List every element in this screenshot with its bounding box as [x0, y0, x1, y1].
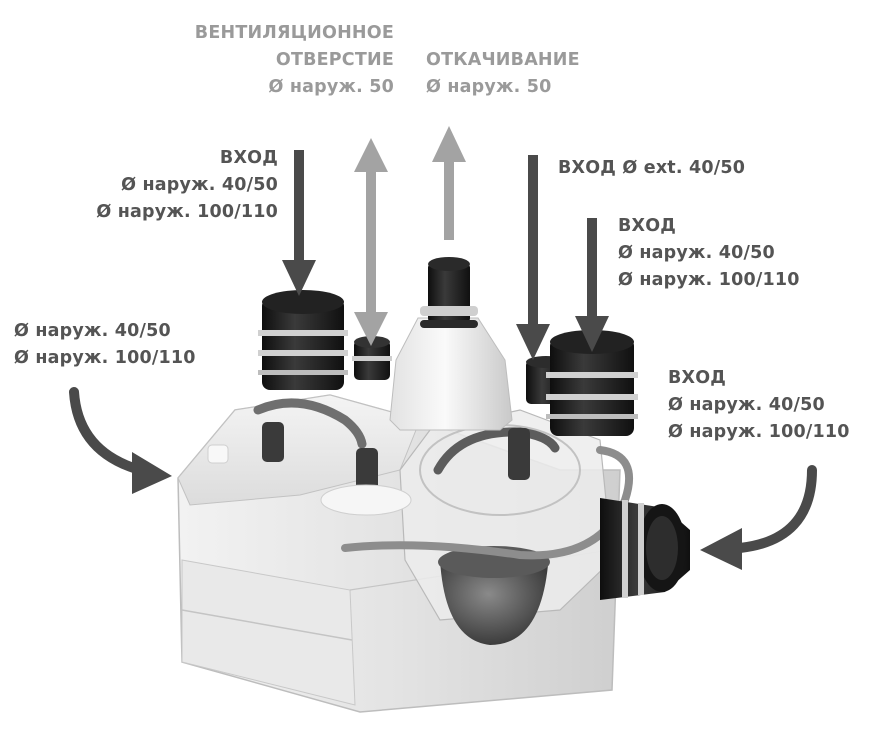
label-vent: ВЕНТИЛЯЦИОННОЕ ОТВЕРСТИЕ Ø наруж. 50: [195, 20, 394, 101]
label-discharge-line-1: ОТКАЧИВАНИЕ: [426, 50, 580, 70]
label-inlet-side-left: Ø наруж. 40/50 Ø наруж. 100/110: [14, 318, 196, 372]
label-vent-line-1: ВЕНТИЛЯЦИОННОЕ: [194, 23, 394, 43]
label-inlet-top-right-line-2: Ø наруж. 40/50: [618, 243, 775, 263]
vent-fitting: [352, 336, 392, 380]
label-inlet-top-right: ВХОД Ø наруж. 40/50 Ø наруж. 100/110: [618, 213, 800, 294]
label-inlet-small-line-1: ВХОД Ø ext. 40/50: [558, 158, 746, 178]
arrow-inlet-small: [516, 155, 550, 360]
discharge-outlet: [389, 257, 513, 431]
label-inlet-top-left-line-2: Ø наруж. 40/50: [121, 175, 278, 195]
label-inlet-small: ВХОД Ø ext. 40/50: [558, 155, 745, 182]
inlet-side-right-fitting: [600, 498, 690, 600]
label-inlet-top-left-line-3: Ø наруж. 100/110: [96, 202, 278, 222]
label-discharge-line-2: Ø наруж. 50: [426, 77, 552, 97]
label-inlet-side-right-line-2: Ø наруж. 40/50: [668, 395, 825, 415]
label-inlet-side-right-line-3: Ø наруж. 100/110: [668, 422, 850, 442]
label-inlet-top-right-line-1: ВХОД: [618, 216, 677, 236]
label-vent-line-3: Ø наруж. 50: [268, 77, 394, 97]
housing: [177, 394, 633, 713]
arrow-vent: [354, 138, 388, 346]
label-inlet-top-left-line-1: ВХОД: [219, 148, 278, 168]
arrow-inlet-side-right: [700, 465, 817, 570]
inlet-top-left-fitting: [258, 290, 348, 390]
arrow-discharge: [432, 126, 466, 240]
label-inlet-side-left-line-1: Ø наруж. 40/50: [14, 321, 171, 341]
arrow-inlet-top-right: [575, 218, 609, 352]
arrow-inlet-top-left: [282, 150, 316, 296]
label-inlet-side-left-line-2: Ø наруж. 100/110: [14, 348, 196, 368]
label-discharge: ОТКАЧИВАНИЕ Ø наруж. 50: [426, 47, 580, 101]
label-inlet-top-right-line-3: Ø наруж. 100/110: [618, 270, 800, 290]
label-inlet-side-right: ВХОД Ø наруж. 40/50 Ø наруж. 100/110: [668, 365, 850, 446]
label-inlet-side-right-line-1: ВХОД: [668, 368, 727, 388]
arrow-inlet-side-left: [69, 387, 172, 494]
label-vent-line-2: ОТВЕРСТИЕ: [275, 50, 394, 70]
label-inlet-top-left: ВХОД Ø наруж. 40/50 Ø наруж. 100/110: [96, 145, 278, 226]
